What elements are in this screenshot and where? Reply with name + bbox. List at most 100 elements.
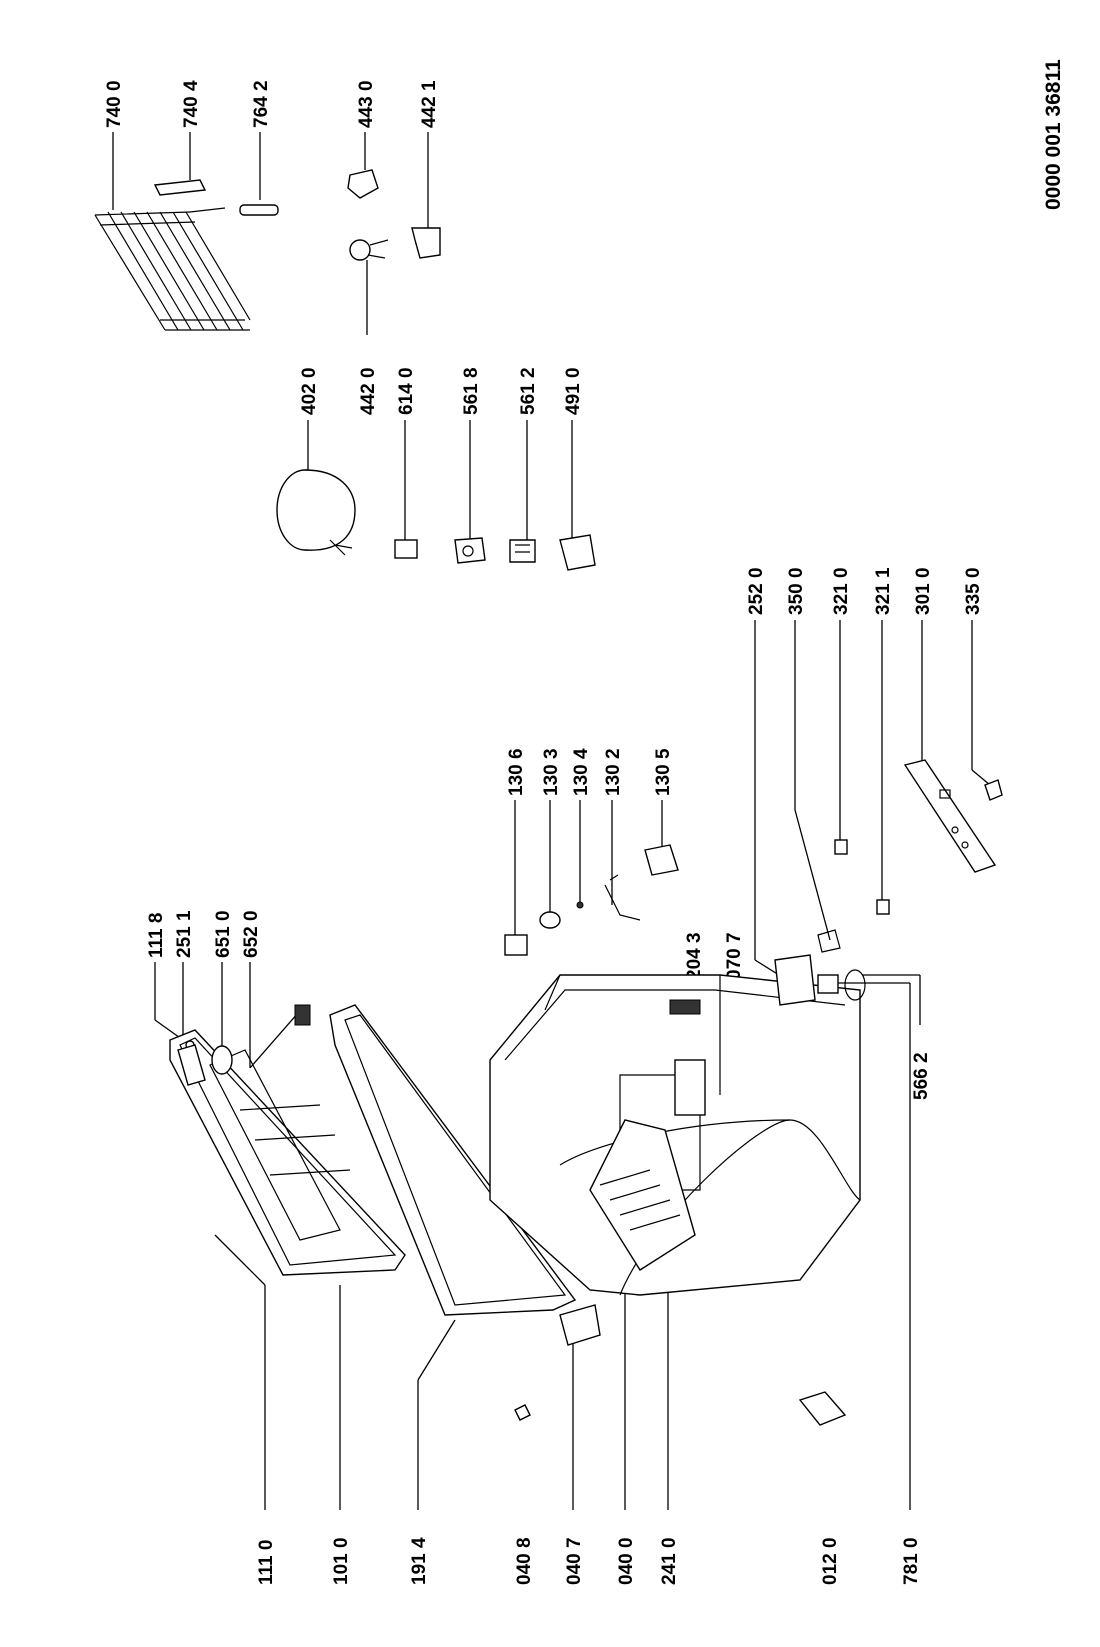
- label-130-3: 130 3: [541, 748, 562, 915]
- lid-handle-251-1: [177, 1044, 206, 1086]
- svg-text:070 7: 070 7: [724, 932, 745, 980]
- svg-text:402 0: 402 0: [299, 367, 320, 415]
- label-442-0: 442 0: [358, 260, 379, 415]
- svg-text:764 2: 764 2: [251, 80, 272, 128]
- basket: [589, 1119, 696, 1271]
- svg-text:111 0: 111 0: [256, 1540, 277, 1585]
- label-321-0: 321 0: [831, 567, 852, 840]
- label-614-0: 614 0: [396, 367, 417, 540]
- label-040-0: 040 0: [616, 1290, 637, 1585]
- svg-text:321 0: 321 0: [831, 567, 852, 615]
- lamp: [211, 1045, 233, 1075]
- part-012-0: [798, 1391, 847, 1426]
- compressor: [276, 469, 356, 556]
- svg-text:442 1: 442 1: [419, 80, 440, 128]
- label-781-0: 781 0: [838, 982, 922, 1585]
- svg-text:251 1: 251 1: [174, 910, 195, 958]
- svg-text:442 0: 442 0: [358, 367, 379, 415]
- part-561-8: [454, 537, 486, 564]
- part-321-0: [834, 839, 848, 855]
- label-252-0: 252 0: [746, 567, 796, 986]
- label-040-8: 040 8: [514, 1537, 535, 1585]
- clip-442-1: [411, 227, 441, 259]
- svg-text:040 7: 040 7: [564, 1537, 585, 1585]
- svg-text:614 0: 614 0: [396, 367, 417, 415]
- label-321-1: 321 1: [873, 567, 894, 900]
- svg-text:111 8: 111 8: [146, 913, 167, 958]
- label-130-5: 130 5: [653, 748, 674, 850]
- svg-text:566 2: 566 2: [911, 1052, 932, 1100]
- part-040-7: [559, 1304, 601, 1346]
- label-740-4: 740 4: [181, 80, 202, 180]
- label-561-2: 561 2: [518, 367, 539, 540]
- part-204-3: [674, 1059, 706, 1116]
- part-130-4: [576, 901, 584, 909]
- svg-text:130 5: 130 5: [653, 748, 674, 796]
- label-101-0: 101 0: [331, 1285, 352, 1585]
- relay-part-443: [347, 169, 379, 199]
- condenser-coil: [94, 207, 251, 331]
- svg-text:443 0: 443 0: [356, 80, 377, 128]
- label-561-8: 561 8: [461, 367, 482, 540]
- part-491-0: [559, 534, 596, 571]
- part-130-2: [604, 874, 641, 921]
- label-335-0: 335 0: [963, 567, 991, 786]
- label-111-0: 111 0: [214, 1234, 277, 1585]
- label-191-4: 191 4: [409, 1319, 456, 1585]
- filter-drier: [239, 204, 279, 216]
- svg-text:561 8: 561 8: [461, 367, 482, 415]
- reference-number: 0000 001 36811: [1042, 59, 1065, 210]
- thermostat: [774, 954, 816, 1006]
- svg-text:252 0: 252 0: [746, 567, 767, 615]
- label-491-0: 491 0: [563, 367, 584, 540]
- label-040-7: 040 7: [564, 1340, 585, 1585]
- part-040-8: [514, 1404, 531, 1421]
- label-442-1: 442 1: [419, 80, 440, 230]
- label-740-0: 740 0: [104, 80, 125, 210]
- svg-text:561 2: 561 2: [518, 367, 539, 415]
- part-130-5: [644, 844, 679, 876]
- label-012-0: 012 0: [820, 1537, 841, 1585]
- svg-text:651 0: 651 0: [213, 910, 234, 958]
- lid-gasket: [329, 1004, 577, 1316]
- svg-text:101 0: 101 0: [331, 1537, 352, 1585]
- label-130-2: 130 2: [603, 748, 624, 905]
- part-130-6: [504, 934, 528, 956]
- label-764-2: 764 2: [251, 80, 272, 200]
- label-651-0: 651 0: [213, 910, 234, 1050]
- part-130-3: [539, 911, 561, 929]
- part-321-1: [876, 899, 890, 915]
- part-614-0: [394, 539, 418, 559]
- svg-text:130 3: 130 3: [541, 748, 562, 796]
- svg-text:740 4: 740 4: [181, 80, 202, 128]
- svg-text:491 0: 491 0: [563, 367, 584, 415]
- label-402-0: 402 0: [299, 367, 320, 485]
- label-566-2: 566 2: [862, 974, 932, 1100]
- control-panel: [903, 759, 997, 873]
- part-781-0: [817, 974, 839, 994]
- label-350-0: 350 0: [786, 567, 831, 941]
- label-130-6: 130 6: [506, 748, 527, 935]
- svg-text:040 0: 040 0: [616, 1537, 637, 1585]
- svg-text:350 0: 350 0: [786, 567, 807, 615]
- svg-text:781 0: 781 0: [901, 1537, 922, 1585]
- part-335-0: [984, 779, 1003, 801]
- part-350-0: [817, 929, 841, 953]
- svg-text:301 0: 301 0: [913, 567, 934, 615]
- label-443-0: 443 0: [356, 80, 377, 170]
- svg-text:191 4: 191 4: [409, 1537, 430, 1585]
- svg-text:321 1: 321 1: [873, 567, 894, 615]
- label-652-0: 652 0: [241, 910, 306, 1069]
- svg-text:740 0: 740 0: [104, 80, 125, 128]
- svg-text:012 0: 012 0: [820, 1537, 841, 1585]
- svg-text:040 8: 040 8: [514, 1537, 535, 1585]
- svg-text:204 3: 204 3: [684, 932, 705, 980]
- svg-text:652 0: 652 0: [241, 910, 262, 958]
- part-070-7: [669, 999, 701, 1015]
- svg-text:335 0: 335 0: [963, 567, 984, 615]
- coil-bracket: [153, 179, 207, 196]
- part-566-2: [844, 969, 866, 1001]
- svg-text:130 4: 130 4: [571, 748, 592, 796]
- part-561-2: [509, 539, 536, 563]
